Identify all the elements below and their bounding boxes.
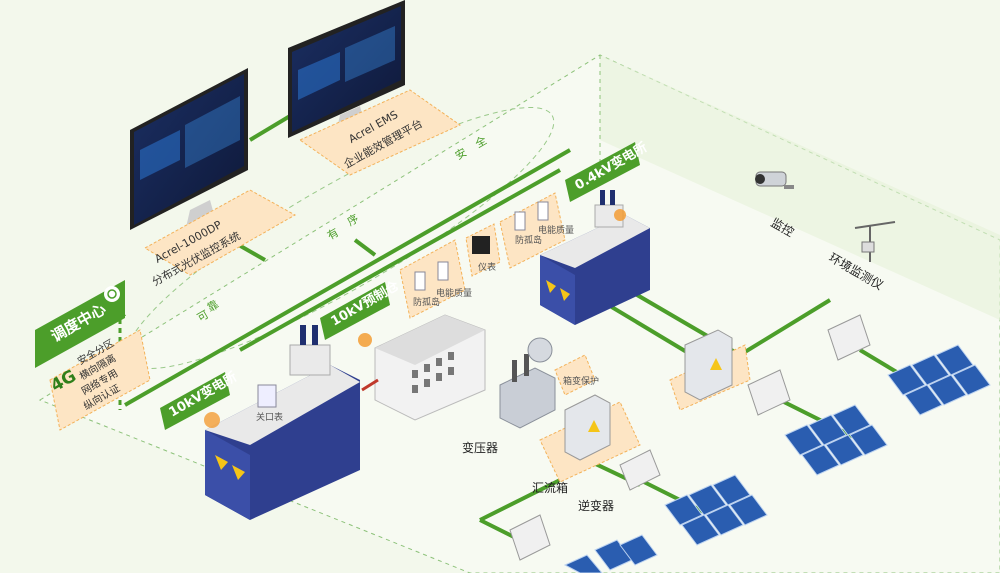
combiner-box-1 <box>539 394 641 483</box>
solar-array-right <box>887 344 991 416</box>
right-power-quality: 电能质量 <box>538 224 574 236</box>
device-tag-meter: 仪表 <box>465 223 501 277</box>
prefab-10kv <box>358 314 486 421</box>
inverter-3 <box>747 369 791 416</box>
substation-10kv <box>204 325 360 520</box>
substation-04kv <box>540 190 650 325</box>
inverter-label: 逆变器 <box>578 498 614 513</box>
solar-array-bottom <box>664 474 768 546</box>
camera-icon <box>755 171 794 189</box>
env-monitor-icon <box>854 221 896 262</box>
meter-tag: 仪表 <box>478 261 496 273</box>
wifi-icon <box>104 286 120 302</box>
left-power-quality: 电能质量 <box>436 287 472 299</box>
transformer-protection-tag: 箱变保护 <box>554 354 599 396</box>
right-zone <box>600 55 1000 320</box>
right-antiisland: 防孤岛 <box>515 234 542 246</box>
transformer-label: 变压器 <box>462 440 498 455</box>
left-antiisland: 防孤岛 <box>413 296 440 308</box>
inverter-2 <box>509 514 551 561</box>
combiner-box-2 <box>669 329 751 411</box>
device-tag-right: 防孤岛 电能质量 <box>499 192 574 269</box>
gateway-meter-label: 关口表 <box>256 411 283 423</box>
combiner-box-label: 汇流箱 <box>532 480 568 495</box>
inverter-4 <box>827 314 871 361</box>
solar-array-mid <box>784 404 888 476</box>
transformer <box>499 337 556 429</box>
svg-text:箱变保护: 箱变保护 <box>563 375 599 387</box>
device-tag-left: 防孤岛 电能质量 <box>399 239 472 319</box>
solar-array-corner <box>563 534 658 573</box>
inverter-1 <box>619 449 661 491</box>
